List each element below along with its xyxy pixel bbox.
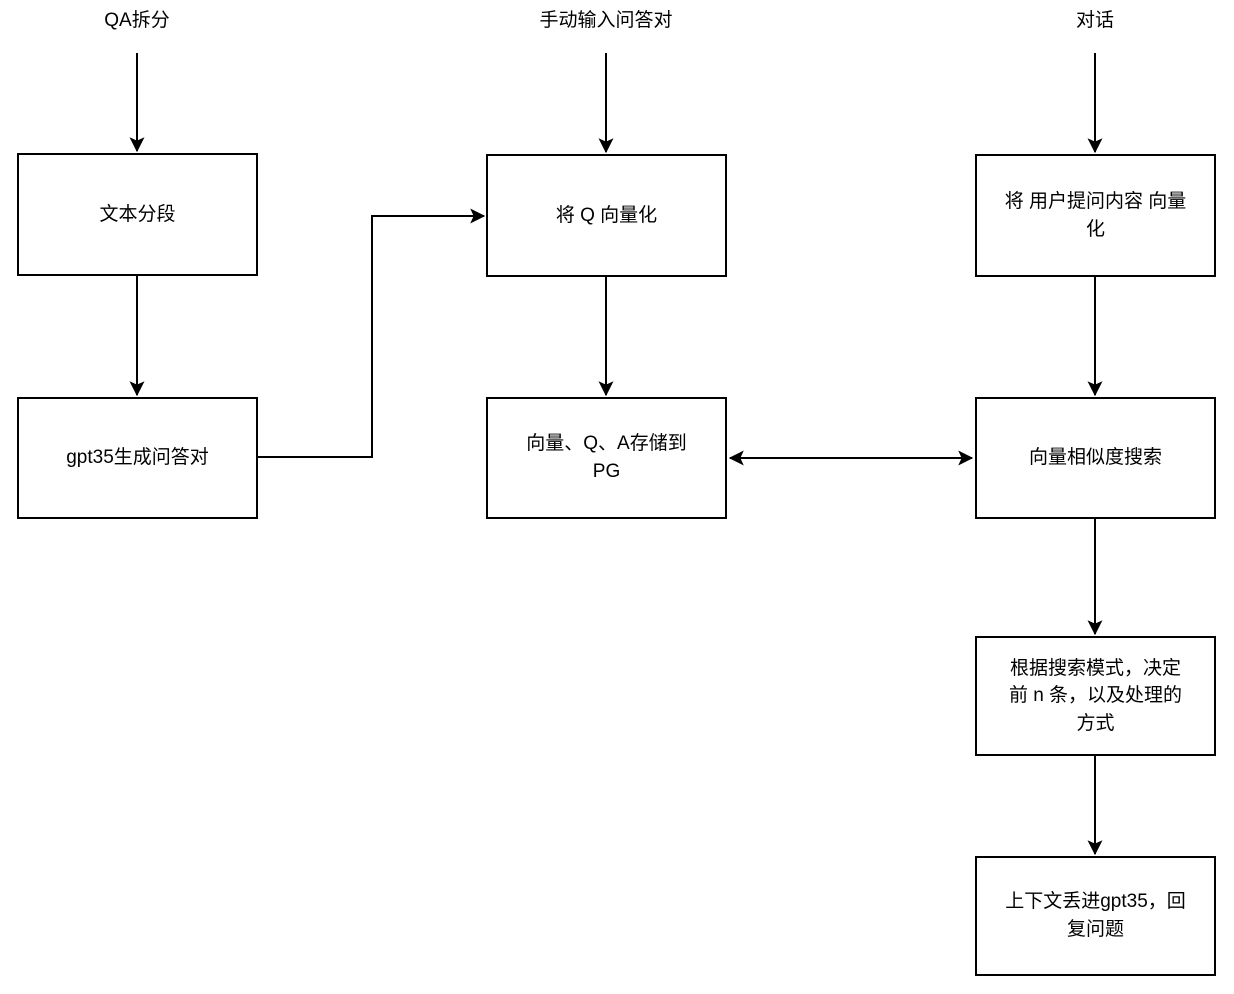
node-vectorize-user-question-label: 将 用户提问内容 向量 化 [1004,190,1187,240]
node-vector-similarity-search[interactable]: 向量相似度搜索 [975,397,1216,519]
node-context-to-gpt35-label: 上下文丢进gpt35，回 复问题 [1005,891,1186,940]
node-decide-top-n[interactable]: 根据搜索模式，决定 前 n 条，以及处理的 方式 [975,636,1216,756]
node-store-to-pg[interactable]: 向量、Q、A存储到 PG [486,397,727,519]
node-vectorize-user-question[interactable]: 将 用户提问内容 向量 化 [975,154,1216,277]
edge-gpt35-to-vectorize-q [258,208,486,458]
node-decide-top-n-label: 根据搜索模式，决定 前 n 条，以及处理的 方式 [1008,657,1183,734]
node-vectorize-q-label: 将 Q 向量化 [555,204,658,226]
label-conversation: 对话 [1075,10,1115,31]
node-text-chunking[interactable]: 文本分段 [17,153,258,276]
node-vector-similarity-search-label: 向量相似度搜索 [1028,447,1162,469]
node-gpt35-generate-qa[interactable]: gpt35生成问答对 [17,397,258,519]
node-vectorize-q[interactable]: 将 Q 向量化 [486,154,727,277]
node-context-to-gpt35[interactable]: 上下文丢进gpt35，回 复问题 [975,856,1216,976]
node-text-chunking-label: 文本分段 [99,203,176,225]
label-manual-input: 手动输入问答对 [539,10,673,31]
label-qa-split: QA拆分 [104,10,170,31]
node-gpt35-generate-qa-label: gpt35生成问答对 [66,447,209,469]
node-store-to-pg-label: 向量、Q、A存储到 PG [526,433,687,482]
